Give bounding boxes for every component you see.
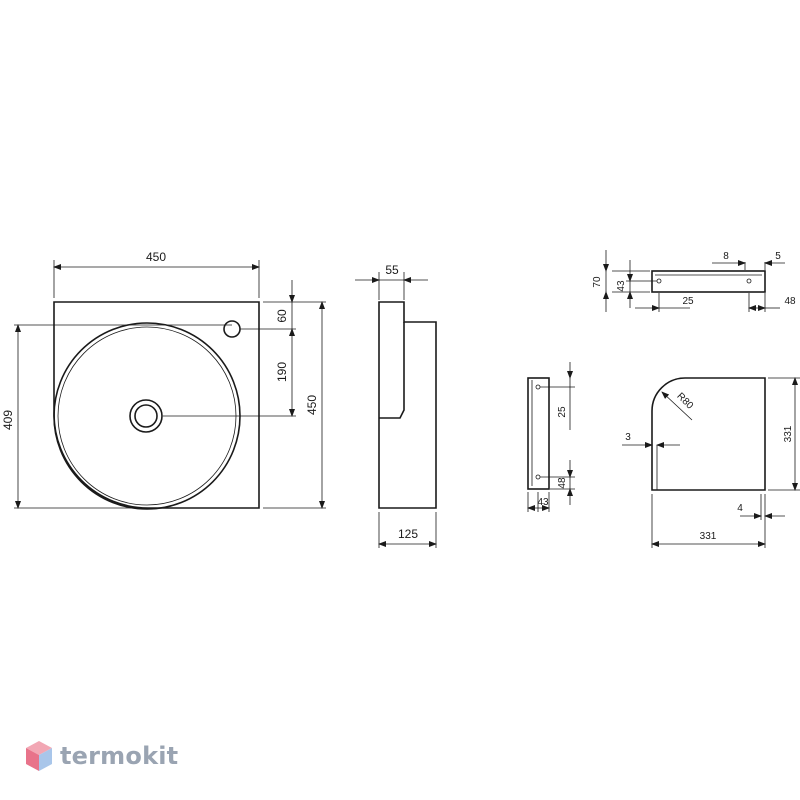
dim-side-top: 55 — [385, 263, 399, 277]
drain-outer — [129, 399, 163, 433]
dim-bracket-upper: 25 — [557, 406, 568, 418]
dim-plan-width: 331 — [700, 531, 717, 542]
bracket-outline — [527, 377, 550, 490]
side-view: 55 125 — [355, 263, 437, 548]
dim-drain-offset: 190 — [275, 362, 289, 382]
plan-outline — [651, 377, 766, 491]
plan-view: R80 331 3 4 331 — [622, 377, 800, 548]
bracket-view: 25 48 43 — [527, 362, 575, 512]
dim-plan-height: 331 — [783, 425, 794, 442]
dim-bracket-width: 43 — [537, 497, 549, 508]
brand-watermark: termokit — [24, 736, 178, 776]
dim-detail-e: 25 — [682, 296, 694, 307]
dim-height-right: 450 — [305, 395, 319, 415]
dim-detail-b: 5 — [775, 251, 781, 262]
dim-plan-left: 3 — [625, 432, 631, 443]
dim-width: 450 — [146, 250, 166, 264]
drain-inner — [134, 404, 158, 428]
dim-detail-a: 8 — [723, 251, 729, 262]
detail-plate — [651, 270, 766, 293]
brand-name: termokit — [60, 742, 179, 770]
tap-hole — [223, 320, 241, 338]
dim-detail-f: 48 — [784, 296, 796, 307]
dim-bracket-lower: 48 — [557, 477, 568, 489]
dim-side-bottom: 125 — [398, 527, 418, 541]
dim-height-left: 409 — [1, 410, 15, 430]
front-view: 450 60 190 450 409 — [1, 250, 326, 510]
dim-detail-d: 43 — [616, 280, 627, 292]
dim-plan-radius: R80 — [674, 391, 695, 412]
side-bowl — [379, 322, 405, 419]
dim-detail-c: 70 — [592, 276, 603, 288]
side-outline — [378, 301, 437, 509]
cube-logo-icon — [26, 741, 52, 771]
top-detail-view: 8 5 70 43 25 48 — [592, 250, 796, 312]
dim-tap-offset: 60 — [275, 309, 289, 323]
dim-plan-bottom: 4 — [737, 503, 743, 514]
